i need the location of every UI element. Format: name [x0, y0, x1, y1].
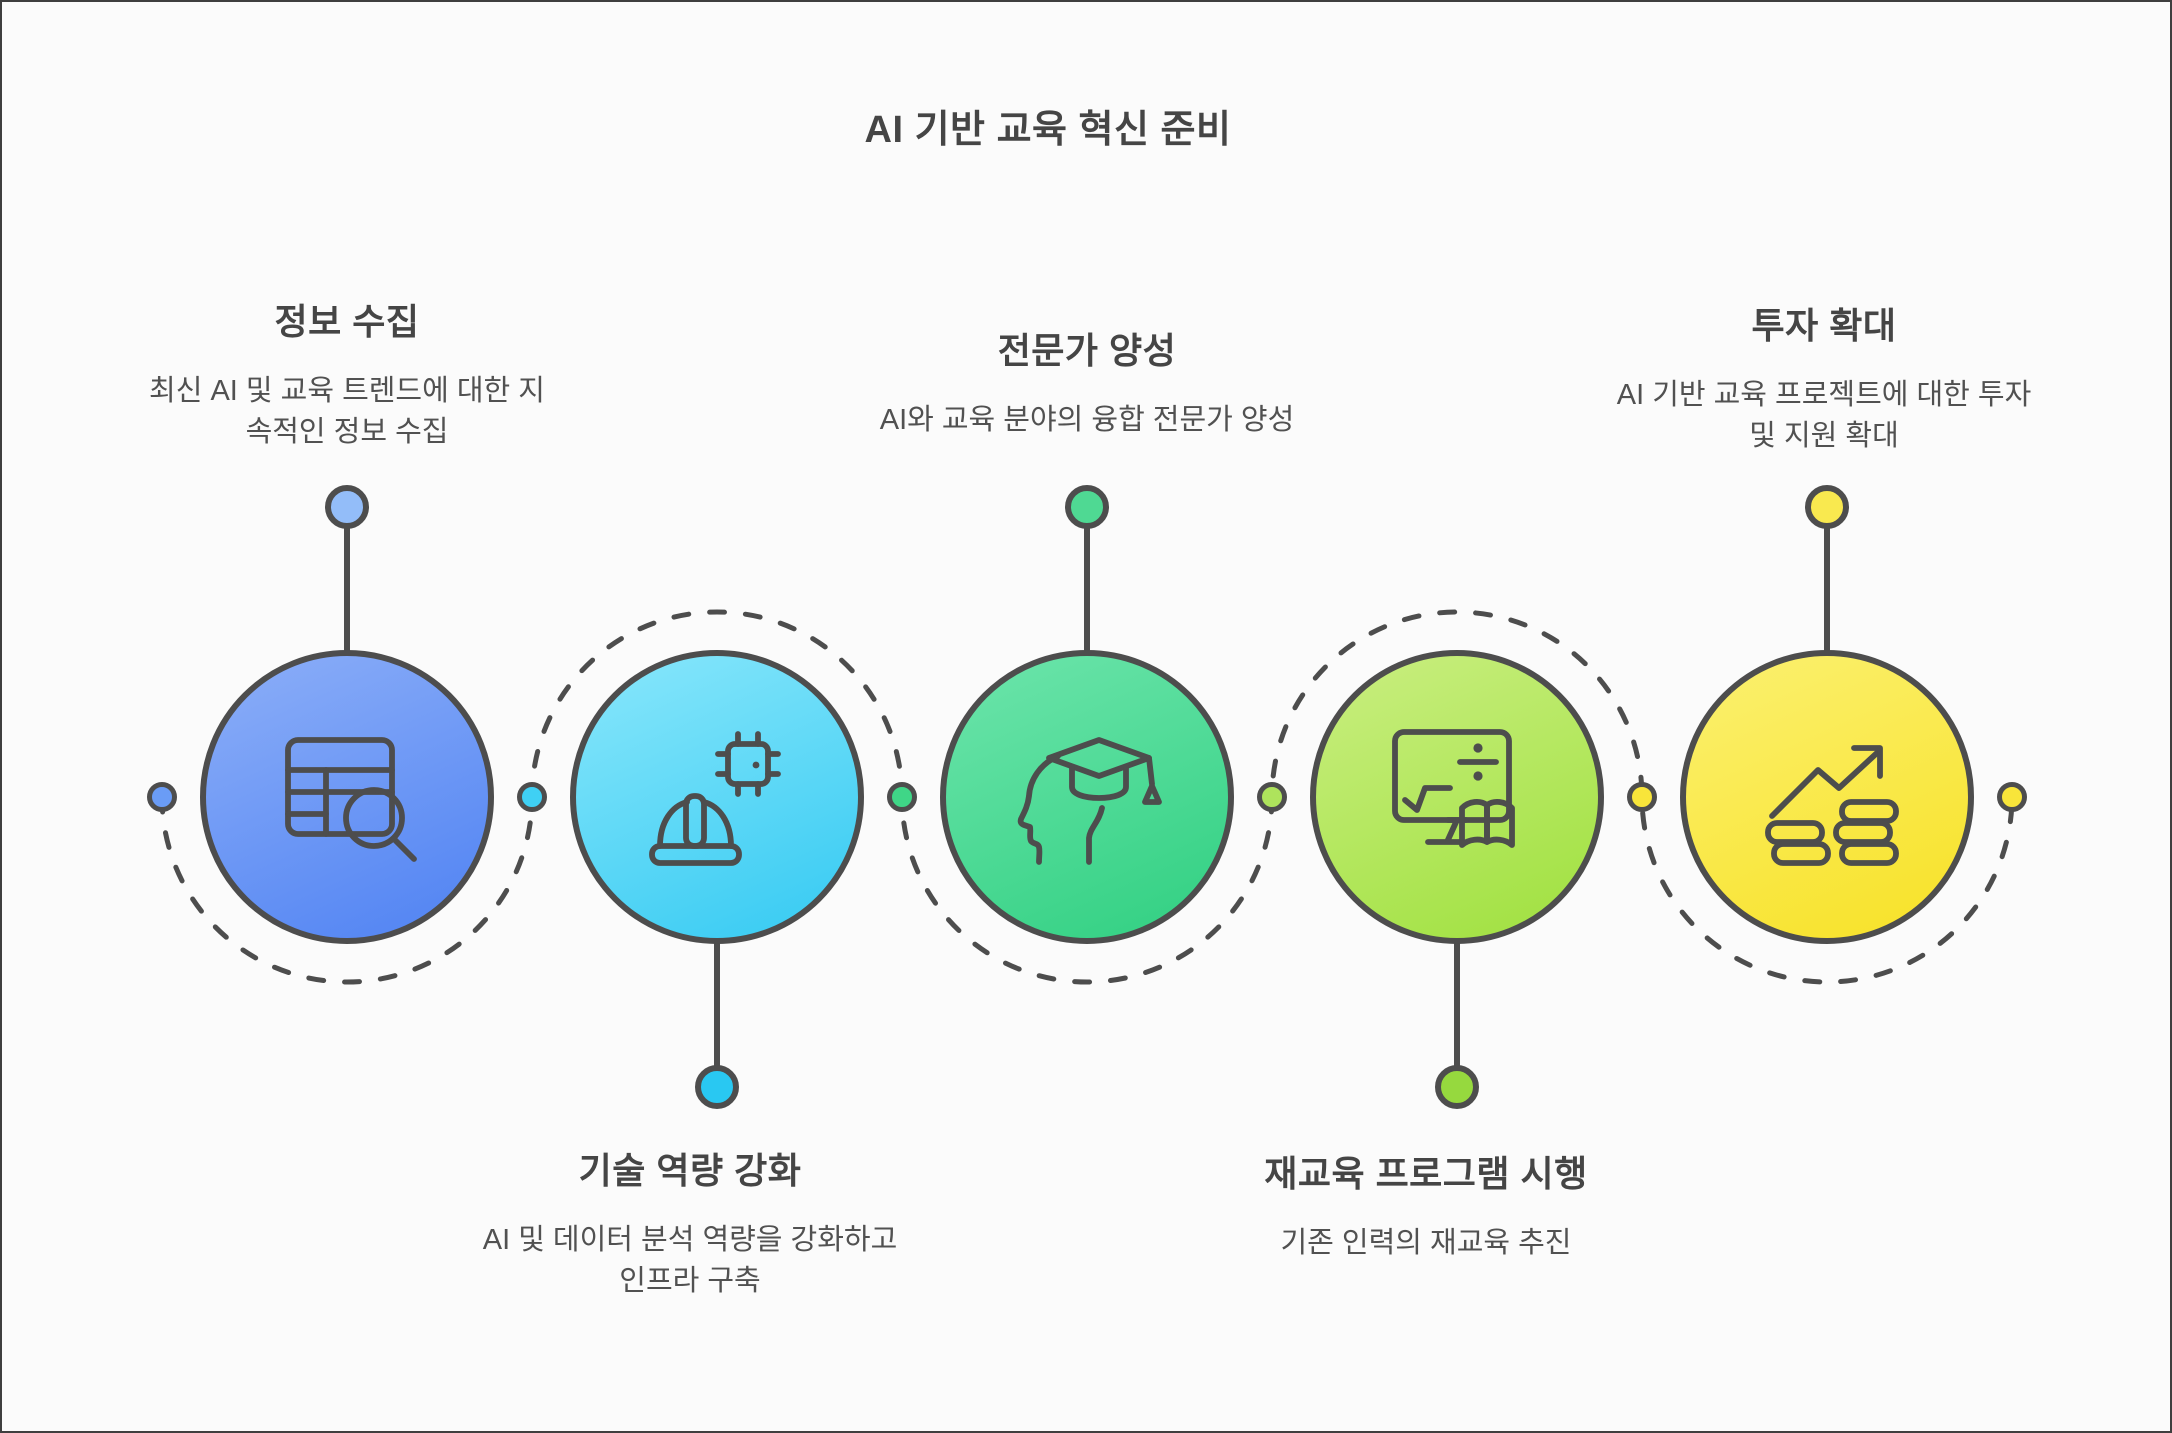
step-5-title: 투자 확대 — [1751, 305, 1897, 346]
path-dot-end — [1997, 782, 2027, 812]
path-dot-4 — [1627, 782, 1657, 812]
graduate-head-icon — [1017, 737, 1162, 865]
flow-path — [159, 609, 2015, 985]
step-5-description: AI 기반 교육 프로젝트에 대한 투자 및 지원 확대 — [1616, 379, 2032, 453]
monitor-book-icon — [1392, 729, 1515, 848]
step-5-text: 투자 확대 AI 기반 교육 프로젝트에 대한 투자 및 지원 확대 — [1554, 297, 2094, 457]
growth-coins-icon — [1765, 745, 1899, 866]
step-3-title: 전문가 양성 — [997, 330, 1177, 371]
step-1-circle — [200, 650, 494, 944]
step-4-marker-dot — [1435, 1065, 1479, 1109]
path-dot-1 — [517, 782, 547, 812]
step-4-title: 재교육 프로그램 시행 — [1264, 1153, 1588, 1194]
step-1-description: 최신 AI 및 교육 트렌드에 대한 지 속적인 정보 수집 — [149, 375, 545, 449]
step-1-marker-dot — [325, 485, 369, 529]
page-title: AI 기반 교육 혁신 준비 — [864, 109, 1232, 151]
step-5-marker-dot — [1805, 485, 1849, 529]
step-1-title: 정보 수집 — [274, 301, 420, 342]
step-3-marker-dot — [1065, 485, 1109, 529]
path-dot-2 — [887, 782, 917, 812]
step-5-circle — [1680, 650, 1974, 944]
step-3-description: AI와 교육 분야의 융합 전문가 양성 — [879, 404, 1295, 436]
hardhat-chip-icon — [649, 731, 781, 866]
step-4-description: 기존 인력의 재교육 추진 — [1280, 1227, 1572, 1259]
step-2-marker-dot — [695, 1065, 739, 1109]
step-2-title: 기술 역량 강화 — [578, 1150, 802, 1191]
step-1-text: 정보 수집 최신 AI 및 교육 트렌드에 대한 지 속적인 정보 수집 — [77, 293, 617, 453]
step-2-text: 기술 역량 강화 AI 및 데이터 분석 역량을 강화하고 인프라 구축 — [420, 1142, 960, 1302]
step-4-circle — [1310, 650, 1604, 944]
path-dot-3 — [1257, 782, 1287, 812]
table-search-icon — [285, 737, 417, 862]
step-3-text: 전문가 양성 AI와 교육 분야의 융합 전문가 양성 — [817, 322, 1357, 441]
path-dot-start — [147, 782, 177, 812]
step-2-circle — [570, 650, 864, 944]
step-2-description: AI 및 데이터 분석 역량을 강화하고 인프라 구축 — [482, 1224, 898, 1298]
step-4-text: 재교육 프로그램 시행 기존 인력의 재교육 추진 — [1156, 1145, 1696, 1264]
